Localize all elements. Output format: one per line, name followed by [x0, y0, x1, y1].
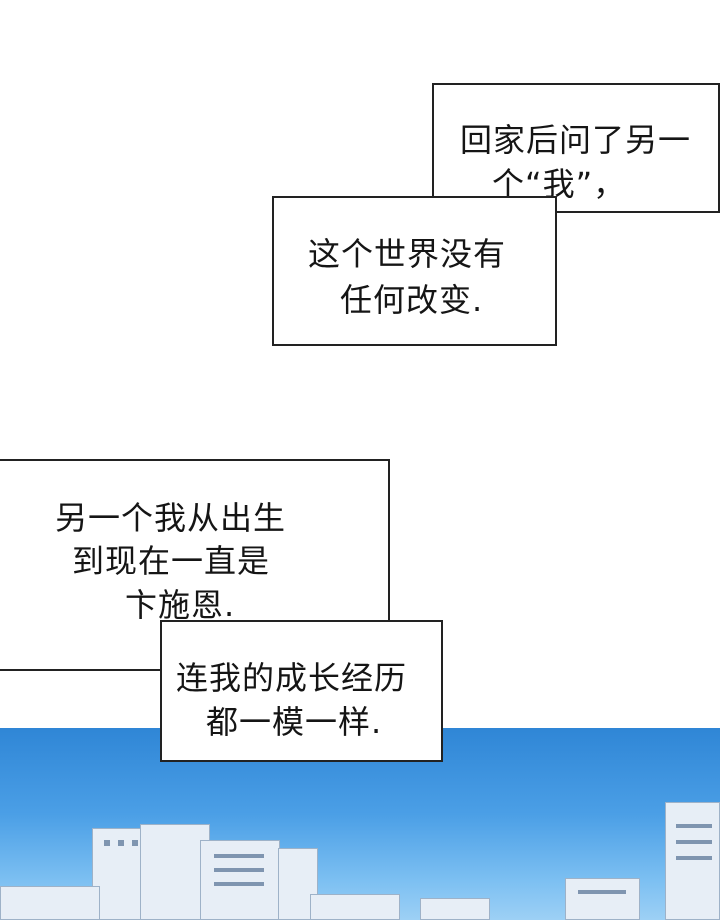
speech-box: [272, 196, 557, 346]
caption-line: 都一模一样.: [206, 703, 383, 741]
caption-line: 这个世界没有: [308, 235, 507, 273]
building: [310, 894, 400, 920]
building: [665, 802, 720, 920]
caption-line: 另一个我从出生: [55, 499, 287, 537]
caption-line: 到现在一直是: [72, 542, 271, 580]
speech-box: [160, 620, 443, 762]
caption-line: 任何改变.: [340, 281, 484, 319]
speech-box: [432, 83, 720, 213]
caption-line: 回家后问了另一: [460, 121, 692, 159]
building: [420, 898, 490, 920]
building: [565, 878, 640, 920]
building: [200, 840, 280, 920]
caption-line: 卞施恩.: [125, 586, 236, 624]
building: [0, 886, 100, 920]
caption-line: 个“我”，: [492, 165, 627, 203]
caption-line: 连我的成长经历: [176, 659, 408, 697]
